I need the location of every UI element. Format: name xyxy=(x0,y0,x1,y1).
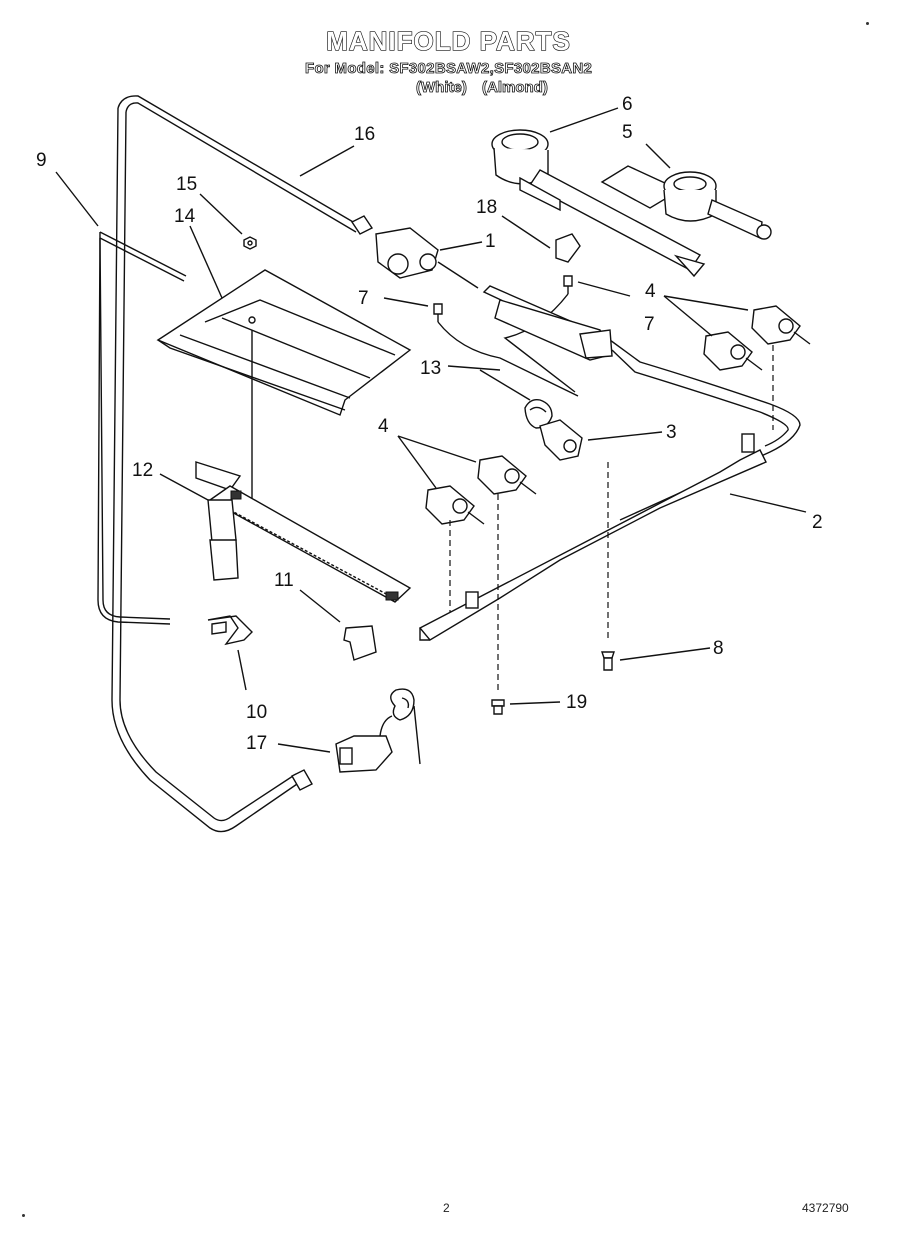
part-7-screw xyxy=(563,275,573,294)
model-line: For Model: SF302BSAW2,SF302BSAN2 xyxy=(305,60,593,78)
part-1-regulator-valve xyxy=(375,227,479,289)
variant-white: (White) xyxy=(416,79,468,97)
part-14-baffle xyxy=(156,269,412,416)
part-2-manifold xyxy=(418,285,801,641)
part-16-gas-tube xyxy=(111,95,374,833)
callout-3: 3 xyxy=(666,422,677,443)
part-3-thermostat xyxy=(524,398,583,461)
page-number: 2 xyxy=(443,1201,450,1215)
callout-7: 7 xyxy=(644,314,655,335)
part-19-screw xyxy=(491,699,505,715)
callout-9: 9 xyxy=(36,150,47,171)
part-15-nut xyxy=(243,236,257,250)
part-10-orifice xyxy=(207,615,253,646)
part-7-screw xyxy=(433,303,443,322)
part-12-oven-burner xyxy=(195,461,412,603)
callout-5: 5 xyxy=(622,122,633,143)
callout-8: 8 xyxy=(713,638,724,659)
part-8-screw xyxy=(601,651,615,671)
callout-11: 11 xyxy=(274,570,294,591)
callout-16: 16 xyxy=(354,124,375,145)
callout-7: 7 xyxy=(358,288,369,309)
part-6-top-burner xyxy=(491,129,706,278)
part-4-burner-valve xyxy=(477,455,537,495)
callout-17: 17 xyxy=(246,733,267,754)
part-5-top-burner xyxy=(600,165,772,240)
part-11-bracket xyxy=(343,625,377,661)
page-title: MANIFOLD PARTS xyxy=(326,25,571,56)
part-18-bracket xyxy=(555,233,581,263)
variant-almond: (Almond) xyxy=(482,79,549,97)
callout-18: 18 xyxy=(476,197,497,218)
corner-mark xyxy=(22,1214,25,1217)
callout-15: 15 xyxy=(176,174,197,195)
callout-4: 4 xyxy=(645,281,656,302)
part-17-oven-thermostat xyxy=(291,688,421,791)
part-4-burner-valve xyxy=(425,485,485,525)
callout-12: 12 xyxy=(132,460,153,481)
callout-10: 10 xyxy=(246,702,267,723)
callout-4: 4 xyxy=(378,416,389,437)
callout-6: 6 xyxy=(622,94,633,115)
callout-2: 2 xyxy=(812,512,823,533)
leader-lines xyxy=(55,107,807,753)
callout-1: 1 xyxy=(485,231,496,252)
callout-14: 14 xyxy=(174,206,196,227)
corner-mark xyxy=(866,22,869,25)
callout-19: 19 xyxy=(566,692,587,713)
part-4-burner-valve xyxy=(751,305,811,345)
part-4-burner-valve xyxy=(703,331,763,371)
document-number: 4372790 xyxy=(802,1201,849,1215)
callout-13: 13 xyxy=(420,358,441,379)
part-9-pilot-tube xyxy=(97,231,187,625)
